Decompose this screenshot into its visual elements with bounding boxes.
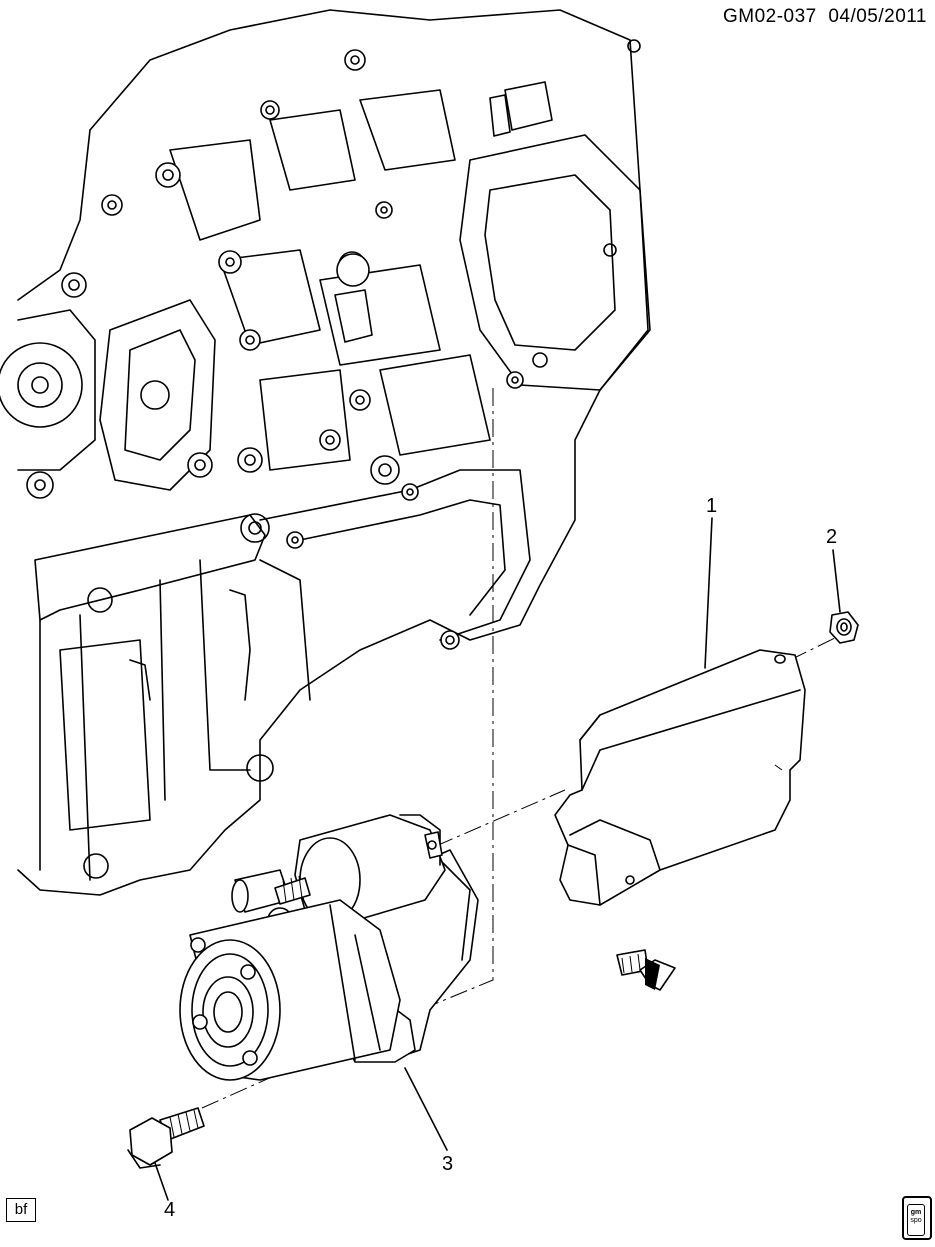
engine-block-drawing [0, 9, 651, 896]
diagram-code: GM02-037 [722, 6, 817, 27]
starter-motor-drawing [179, 814, 479, 1081]
badge-line2: spo [910, 1217, 922, 1224]
bolt-drawing [127, 1107, 205, 1169]
callout-2: 2 [826, 526, 838, 548]
callout-3: 3 [442, 1153, 454, 1175]
nut-drawing [829, 611, 859, 644]
badge-line1: gm [910, 1209, 922, 1216]
gm-spo-logo: gm spo [902, 1196, 932, 1240]
callout-1: 1 [706, 495, 718, 517]
connector-direction-icon [616, 949, 676, 991]
callout-4: 4 [164, 1199, 176, 1221]
view-tag: bf [6, 1198, 36, 1222]
diagram-header: GM02-037 04/05/2011 [723, 6, 927, 28]
heat-shield-drawing [554, 649, 806, 906]
callout-leaders [154, 517, 841, 1201]
diagram-date: 04/05/2011 [828, 6, 927, 27]
